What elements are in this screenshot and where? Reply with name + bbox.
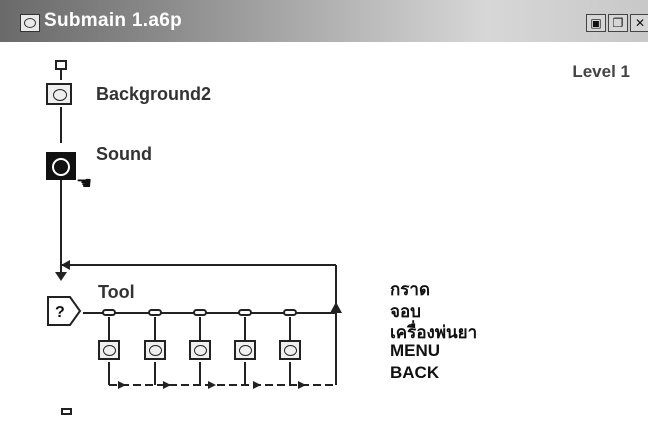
- title-bar[interactable]: Submain 1.a6p ▣ ❐ ✕: [0, 0, 648, 42]
- hand-cursor-icon: ☚: [76, 173, 93, 194]
- restore-button[interactable]: ❐: [608, 14, 628, 32]
- branch-label: จอบ: [390, 302, 421, 321]
- background2-label: Background2: [96, 84, 212, 104]
- branch-label: MENU: [390, 341, 441, 360]
- display-icon[interactable]: [46, 83, 72, 105]
- branch-display-icon[interactable]: [98, 340, 120, 360]
- flow-end-marker: [61, 408, 72, 415]
- branch-connector[interactable]: [193, 309, 207, 316]
- branch-label: BACK: [390, 363, 440, 382]
- branch-label: กราด: [390, 280, 431, 299]
- decision-symbol: ?: [55, 304, 65, 321]
- branch-connector[interactable]: [102, 309, 116, 316]
- window-title: Submain 1.a6p: [44, 10, 182, 31]
- branch-display-icon[interactable]: [144, 340, 166, 360]
- sound-label: Sound: [96, 144, 152, 164]
- level-label: Level 1: [572, 62, 630, 81]
- flow-start-marker: [55, 60, 67, 70]
- tool-label: Tool: [98, 282, 135, 302]
- branch-label: เครื่องพ่นยา: [390, 323, 478, 342]
- sound-icon[interactable]: [46, 152, 76, 180]
- display-icon-glyph: [53, 89, 67, 101]
- branch-connector[interactable]: [283, 309, 297, 316]
- branch-display-icon[interactable]: [234, 340, 256, 360]
- sound-icon-glyph: [52, 158, 70, 176]
- branch-display-icon[interactable]: [279, 340, 301, 360]
- branch-display-icon[interactable]: [189, 340, 211, 360]
- arrow-head: [55, 272, 67, 281]
- close-button[interactable]: ✕: [630, 14, 648, 32]
- maximize-button[interactable]: ▣: [586, 14, 606, 32]
- branch-connector[interactable]: [238, 309, 252, 316]
- app-icon: [20, 14, 40, 32]
- decision-icon[interactable]: ?: [46, 293, 82, 329]
- branch-connector[interactable]: [148, 309, 162, 316]
